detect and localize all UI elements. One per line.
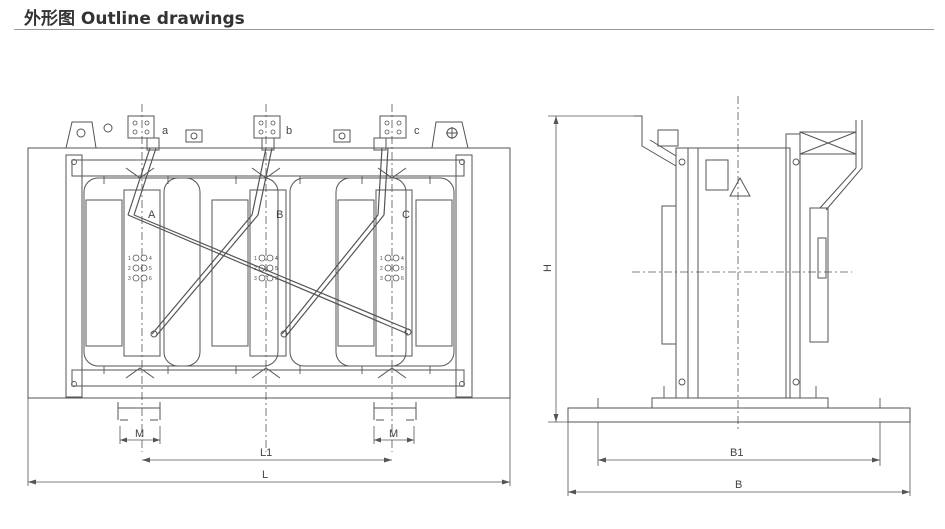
tap-number: 4: [275, 256, 278, 262]
dim-b: B: [735, 479, 742, 491]
dim-m-right: M: [389, 428, 398, 440]
phase-label-c: C: [402, 209, 410, 221]
tap-number: 1: [380, 256, 383, 262]
page-title: 外形图 Outline drawings: [24, 9, 245, 29]
tap-number: 6: [401, 276, 404, 282]
side-view: [548, 96, 911, 496]
tap-number: 6: [275, 276, 278, 282]
tap-number: 5: [149, 266, 152, 272]
front-view: [27, 104, 511, 486]
tap-number: 6: [149, 276, 152, 282]
title-rule: [14, 29, 934, 30]
tap-number: 4: [149, 256, 152, 262]
tap-number: 3: [128, 276, 131, 282]
tap-number: 3: [380, 276, 383, 282]
tap-number: 3: [254, 276, 257, 282]
tap-number: 5: [275, 266, 278, 272]
tap-number: 2: [128, 266, 131, 272]
phase-label-b: B: [276, 209, 283, 221]
tap-number: 2: [254, 266, 257, 272]
dim-m-left: M: [135, 428, 144, 440]
tap-number: 4: [401, 256, 404, 262]
terminal-label-b: b: [286, 125, 292, 137]
terminal-label-a: a: [162, 125, 169, 137]
dim-l1: L1: [260, 447, 272, 459]
dim-h: H: [542, 264, 554, 272]
terminal-label-c: c: [414, 125, 420, 137]
tap-number: 1: [128, 256, 131, 262]
header: 外形图 Outline drawings: [0, 0, 945, 30]
dim-b1: B1: [730, 447, 743, 459]
tap-number: 2: [380, 266, 383, 272]
tap-number: 5: [401, 266, 404, 272]
tap-number: 1: [254, 256, 257, 262]
phase-label-a: A: [148, 209, 156, 221]
dim-l: L: [262, 469, 268, 481]
